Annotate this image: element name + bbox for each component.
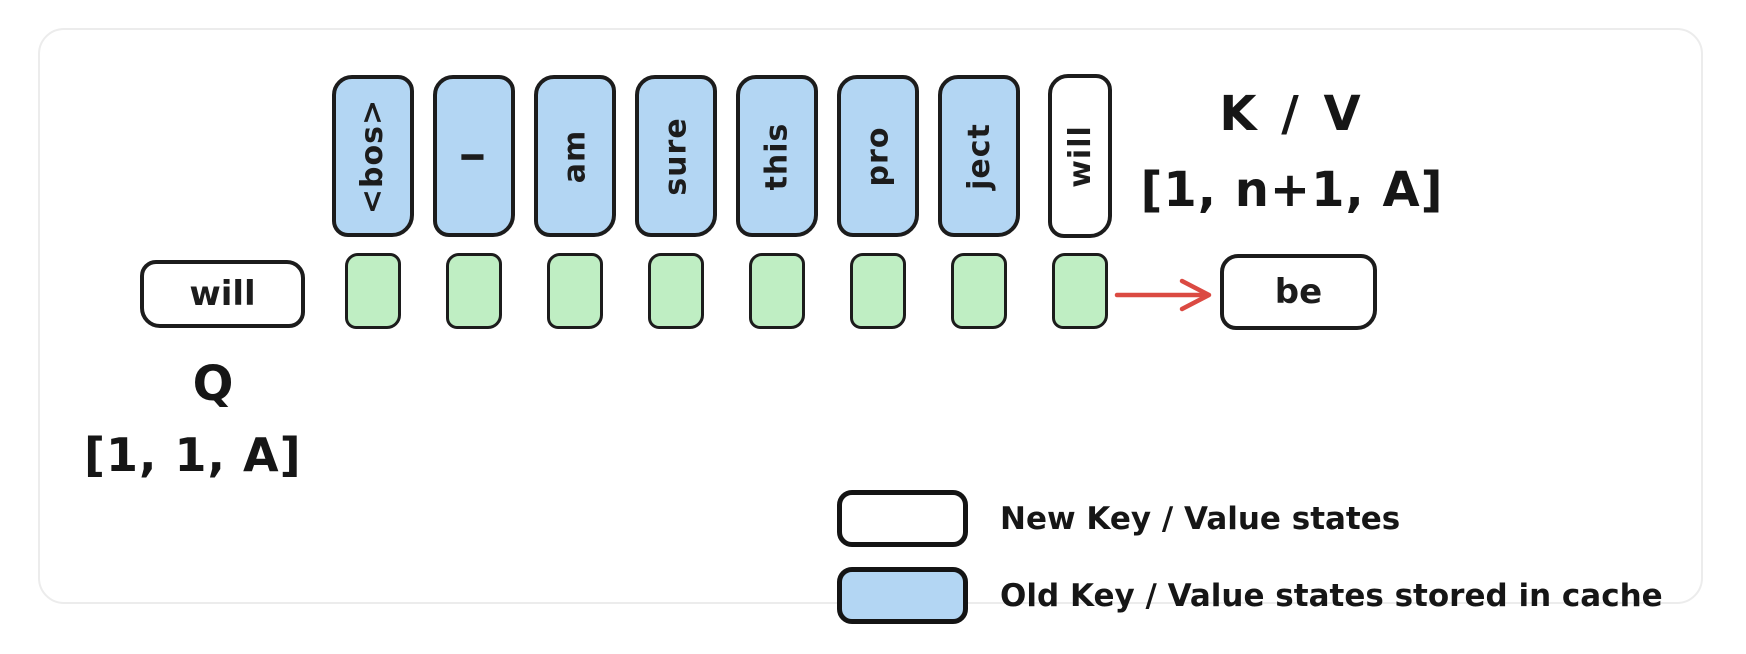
q-tensor-shape: [1, 1, A] bbox=[84, 428, 302, 482]
kv-token-label: ject bbox=[961, 122, 997, 190]
kv-token-box: sure bbox=[635, 75, 717, 237]
legend: New Key / Value states Old Key / Value s… bbox=[837, 490, 1663, 624]
kv-token-box: am bbox=[534, 75, 616, 237]
attention-cell-slot bbox=[332, 253, 414, 329]
kv-token-label: am bbox=[557, 129, 593, 183]
attention-cell-row bbox=[332, 253, 1121, 329]
next-token-arrow-icon bbox=[1114, 278, 1212, 312]
attention-cell-slot bbox=[938, 253, 1020, 329]
query-token-label: will bbox=[189, 274, 256, 314]
attention-cell-slot bbox=[534, 253, 616, 329]
legend-row: Old Key / Value states stored in cache bbox=[837, 567, 1663, 624]
attention-cell bbox=[345, 253, 401, 329]
attention-cell-slot bbox=[1039, 253, 1121, 329]
attention-cell-slot bbox=[736, 253, 818, 329]
kv-tensor-name: K / V bbox=[1219, 86, 1365, 142]
attention-cell bbox=[951, 253, 1007, 329]
attention-cell bbox=[648, 253, 704, 329]
attention-cell bbox=[749, 253, 805, 329]
kv-token-label: <bos> bbox=[355, 98, 391, 214]
kv-token-label: this bbox=[759, 122, 795, 190]
diagram-card: <bos> I am sure this pro ject will K / V bbox=[38, 28, 1703, 624]
output-token-label: be bbox=[1274, 272, 1323, 312]
attention-cell-slot bbox=[837, 253, 919, 329]
attention-cell bbox=[547, 253, 603, 329]
kv-token-box: pro bbox=[837, 75, 919, 237]
attention-cell-slot bbox=[635, 253, 717, 329]
kv-tensor-shape: [1, n+1, A] bbox=[1140, 162, 1444, 218]
kv-token-label: sure bbox=[658, 116, 694, 196]
kv-token-label: pro bbox=[860, 126, 896, 186]
kv-token-box: ject bbox=[938, 75, 1020, 237]
attention-cell bbox=[446, 253, 502, 329]
legend-label: New Key / Value states bbox=[1000, 500, 1401, 537]
kv-token-label: will bbox=[1062, 124, 1098, 188]
attention-cell bbox=[1052, 253, 1108, 329]
q-tensor-name: Q bbox=[192, 356, 234, 412]
legend-swatch bbox=[837, 567, 968, 624]
legend-label: Old Key / Value states stored in cache bbox=[1000, 577, 1663, 614]
legend-row: New Key / Value states bbox=[837, 490, 1663, 547]
kv-token-box: I bbox=[433, 75, 515, 237]
kv-token-box: this bbox=[736, 75, 818, 237]
attention-cell-slot bbox=[433, 253, 515, 329]
kv-token-box: will bbox=[1048, 74, 1112, 238]
kv-token-row: <bos> I am sure this pro ject will bbox=[332, 74, 1121, 238]
output-token-box: be bbox=[1220, 254, 1377, 330]
legend-swatch bbox=[837, 490, 968, 547]
attention-cell bbox=[850, 253, 906, 329]
query-token-box: will bbox=[140, 260, 305, 328]
kv-token-label: I bbox=[456, 149, 492, 163]
kv-token-box: <bos> bbox=[332, 75, 414, 237]
